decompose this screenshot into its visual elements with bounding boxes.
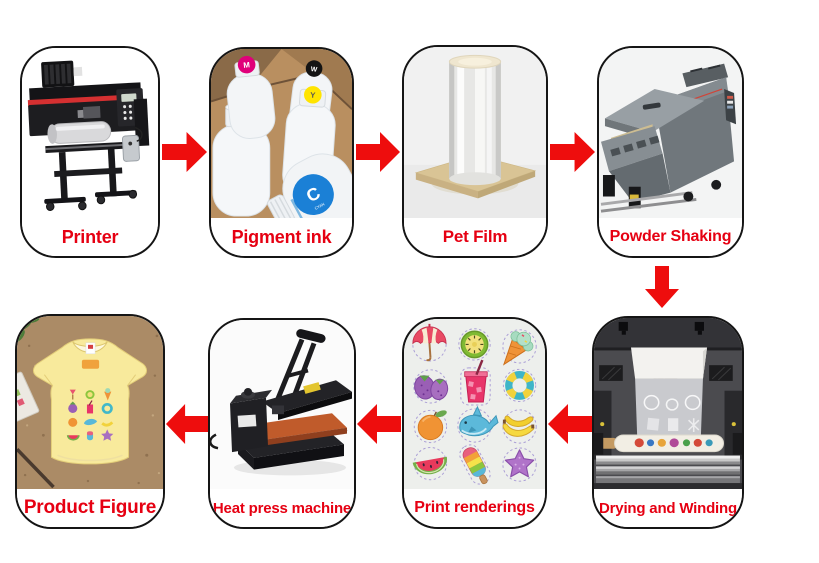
step-label-printer: Printer — [22, 218, 158, 256]
step-label-pet-film: Pet Film — [404, 218, 546, 256]
step-card-printer: Printer — [20, 46, 160, 258]
step-card-pigment-ink: M W Y — [209, 47, 354, 258]
right-arrow-icon — [356, 132, 400, 172]
left-arrow-icon — [548, 404, 592, 444]
left-arrow-icon — [166, 404, 208, 444]
drying-winding-photo — [594, 318, 742, 489]
step-label-heat-press: Heat press machine — [210, 489, 354, 527]
printer-illustration — [22, 48, 158, 218]
sticker-strawberries — [413, 369, 449, 404]
heat-press-machine — [210, 329, 352, 470]
flow-arrow-pigment-to-petfilm — [356, 132, 400, 172]
powder-machine — [600, 63, 737, 213]
cork-speckles — [23, 334, 159, 485]
left-arrow-icon — [357, 404, 401, 444]
heat-press-photo — [210, 320, 354, 489]
film-roll — [448, 54, 502, 186]
step-card-pet-film: Pet Film — [402, 45, 548, 258]
powder-shaking-illustration — [599, 48, 742, 218]
ink-bottle-cyan: C CYAN — [267, 153, 352, 218]
ink-bottle-magenta: M — [226, 55, 276, 139]
svg-text:M: M — [243, 60, 250, 70]
product-figure-photo — [17, 316, 163, 489]
step-label-product-figure: Product Figure — [17, 489, 163, 527]
printer-machine — [27, 60, 150, 211]
flow-arrow-printer-to-pigment — [162, 132, 207, 172]
metal-rollers — [596, 455, 740, 484]
right-arrow-icon — [550, 132, 595, 172]
film-web — [631, 347, 708, 436]
sticker-bananas — [502, 409, 537, 444]
svg-text:CYAN: CYAN — [314, 201, 326, 210]
flow-arrow-heatpress-to-product — [166, 404, 208, 444]
sticker-sheet — [17, 371, 40, 424]
flow-arrow-renderings-to-heatpress — [357, 404, 401, 444]
sticker-ice-cream-cone — [502, 329, 537, 366]
flow-arrow-drying-to-renderings — [548, 404, 592, 444]
sticker-popsicle — [459, 444, 491, 485]
pigment-ink-photo: M W Y — [211, 49, 352, 218]
step-card-heat-press: Heat press machine — [208, 318, 356, 529]
print-renderings-photo — [404, 319, 545, 489]
pen — [17, 448, 55, 489]
flow-arrow-petfilm-to-powder — [550, 132, 595, 172]
sticker-dolphin — [457, 405, 499, 443]
step-label-powder-shaking: Powder Shaking — [599, 218, 742, 256]
heat-press-illustration — [210, 320, 354, 489]
powder-shaking-photo — [599, 48, 742, 218]
svg-text:W: W — [310, 66, 318, 74]
step-label-drying-winding: Drying and Winding — [594, 489, 742, 527]
sticker-kiwi — [458, 328, 491, 361]
drying-winding-illustration — [594, 318, 742, 489]
print-renderings-illustration — [404, 319, 545, 489]
step-label-pigment-ink: Pigment ink — [211, 218, 352, 256]
step-card-drying-winding: Drying and Winding — [592, 316, 744, 529]
step-label-print-renderings: Print renderings — [404, 489, 545, 527]
down-arrow-icon — [645, 266, 679, 308]
brand-label — [81, 359, 100, 369]
sticker-drink — [460, 359, 491, 406]
t-shirt — [32, 338, 148, 465]
printer-photo — [22, 48, 158, 218]
pet-film-illustration — [404, 47, 546, 218]
svg-text:Y: Y — [310, 91, 317, 100]
step-card-powder-shaking: Powder Shaking — [597, 46, 744, 258]
t-shirt-print — [66, 388, 114, 441]
pet-film-photo — [404, 47, 546, 218]
sticker-watermelon — [412, 446, 448, 481]
right-arrow-icon — [162, 132, 207, 172]
sticker-life-ring — [502, 368, 537, 403]
step-card-print-renderings: Print renderings — [402, 317, 547, 529]
sticker-umbrella — [412, 323, 447, 362]
sticker-starfish — [502, 447, 537, 482]
step-card-product-figure: Product Figure — [15, 314, 165, 529]
take-up-roller — [594, 432, 742, 455]
product-figure-illustration — [17, 316, 163, 489]
flow-arrow-powder-to-drying — [645, 266, 679, 308]
pigment-ink-illustration: M W Y — [211, 49, 352, 218]
